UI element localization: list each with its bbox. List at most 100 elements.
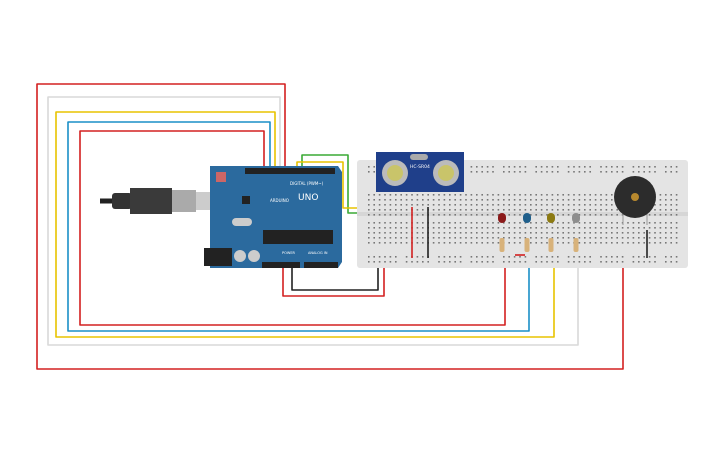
hole[interactable] [659, 199, 662, 201]
hole[interactable] [638, 237, 640, 239]
led-0[interactable] [498, 213, 506, 223]
hole[interactable] [454, 214, 456, 216]
hole[interactable] [540, 256, 543, 258]
hole[interactable] [654, 242, 656, 244]
hole[interactable] [481, 256, 483, 258]
hole[interactable] [616, 209, 618, 211]
hole[interactable] [465, 194, 467, 196]
hole[interactable] [513, 194, 516, 196]
hole[interactable] [492, 232, 494, 234]
hole[interactable] [503, 199, 505, 201]
hole[interactable] [481, 214, 483, 216]
hole[interactable] [578, 194, 581, 196]
hole[interactable] [584, 199, 586, 201]
hole[interactable] [654, 261, 656, 263]
hole[interactable] [616, 227, 618, 229]
hole[interactable] [600, 227, 602, 229]
hole[interactable] [562, 199, 564, 201]
hole[interactable] [524, 222, 527, 224]
hole[interactable] [513, 204, 516, 206]
hole[interactable] [675, 209, 678, 211]
hole[interactable] [600, 204, 602, 206]
hole[interactable] [389, 237, 392, 239]
hole[interactable] [519, 227, 521, 229]
hole[interactable] [524, 227, 527, 229]
hole[interactable] [411, 199, 413, 201]
hole[interactable] [508, 166, 510, 168]
hole[interactable] [432, 199, 435, 201]
hole[interactable] [476, 242, 478, 244]
led-2[interactable] [547, 213, 555, 223]
hole[interactable] [670, 194, 672, 196]
hole[interactable] [384, 232, 386, 234]
hole[interactable] [513, 209, 516, 211]
hole[interactable] [584, 166, 586, 168]
hole[interactable] [481, 237, 483, 239]
hole[interactable] [416, 222, 419, 224]
hole[interactable] [443, 256, 446, 258]
wire-red-5v[interactable] [282, 258, 385, 297]
hole[interactable] [443, 227, 446, 229]
hole[interactable] [459, 227, 462, 229]
hole[interactable] [411, 204, 413, 206]
hole[interactable] [557, 166, 559, 168]
resistor-2[interactable] [548, 238, 554, 252]
hole[interactable] [659, 227, 662, 229]
hole[interactable] [378, 261, 381, 263]
hole[interactable] [405, 242, 408, 244]
hole[interactable] [675, 214, 678, 216]
hole[interactable] [578, 237, 581, 239]
hole[interactable] [535, 256, 537, 258]
hole[interactable] [605, 166, 608, 168]
hole[interactable] [497, 232, 500, 234]
hole[interactable] [589, 199, 591, 201]
hole[interactable] [405, 209, 408, 211]
hole[interactable] [416, 194, 419, 196]
hole[interactable] [643, 222, 645, 224]
hole[interactable] [438, 261, 440, 263]
hole[interactable] [465, 232, 467, 234]
hole[interactable] [632, 232, 635, 234]
hole[interactable] [373, 209, 375, 211]
hole[interactable] [368, 261, 370, 263]
hole[interactable] [449, 222, 451, 224]
hole[interactable] [605, 199, 608, 201]
hole[interactable] [567, 222, 570, 224]
hole[interactable] [476, 261, 478, 263]
hole[interactable] [621, 261, 624, 263]
hole[interactable] [675, 261, 678, 263]
hole[interactable] [557, 242, 559, 244]
hole[interactable] [524, 256, 527, 258]
hole[interactable] [389, 227, 392, 229]
hole[interactable] [476, 194, 478, 196]
hole[interactable] [573, 261, 575, 263]
hole[interactable] [573, 256, 575, 258]
hole[interactable] [384, 237, 386, 239]
hole[interactable] [432, 227, 435, 229]
hole[interactable] [438, 256, 440, 258]
hole[interactable] [600, 199, 602, 201]
hole[interactable] [670, 222, 672, 224]
hole[interactable] [546, 222, 548, 224]
hole[interactable] [486, 194, 489, 196]
hole[interactable] [519, 237, 521, 239]
hole[interactable] [443, 194, 446, 196]
hole[interactable] [648, 256, 651, 258]
hole[interactable] [449, 204, 451, 206]
hole[interactable] [454, 194, 456, 196]
hole[interactable] [492, 204, 494, 206]
hole[interactable] [519, 194, 521, 196]
hole[interactable] [519, 256, 521, 258]
hole[interactable] [492, 256, 494, 258]
hole[interactable] [443, 214, 446, 216]
hole[interactable] [508, 222, 510, 224]
hole[interactable] [395, 227, 397, 229]
hole[interactable] [573, 237, 575, 239]
hole[interactable] [416, 242, 419, 244]
hole[interactable] [481, 242, 483, 244]
hole[interactable] [551, 171, 554, 173]
hole[interactable] [486, 261, 489, 263]
hole[interactable] [395, 232, 397, 234]
hole[interactable] [405, 237, 408, 239]
hole[interactable] [405, 256, 408, 258]
